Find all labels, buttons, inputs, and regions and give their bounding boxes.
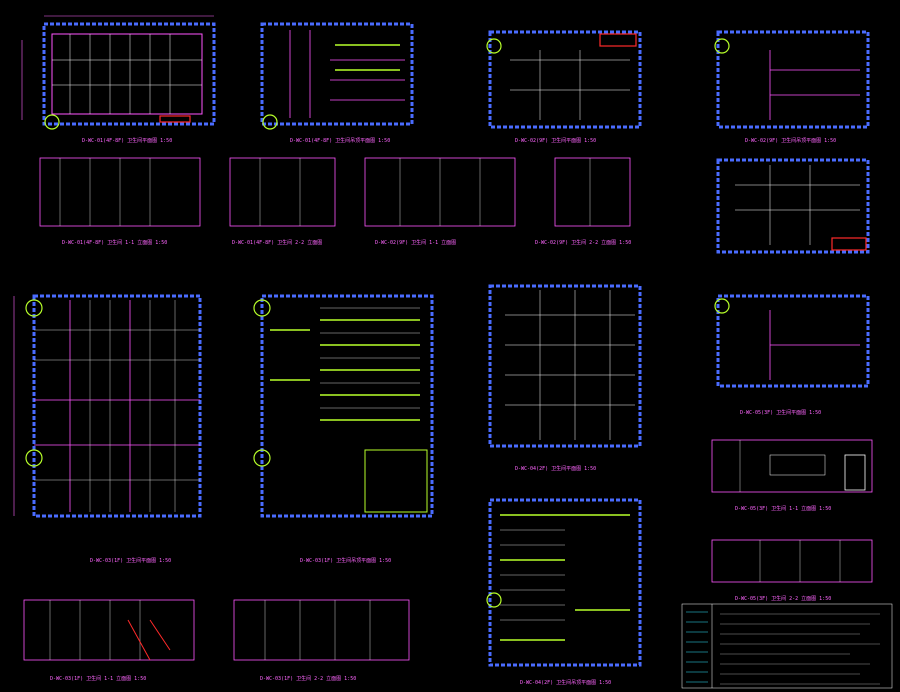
caption-wc01-plan: D-WC-01(4F-8F) 卫生间平面图 1:50 — [82, 137, 172, 144]
panel-wc05-plan — [716, 158, 870, 254]
caption-wc03-plan: D-WC-03(1F) 卫生间平面图 1:50 — [90, 557, 171, 564]
panel-wc04-ceiling: D-WC-04(2F) 卫生间吊顶平面图 1:50 — [486, 498, 642, 686]
panel-wc05-elevations: D-WC-05(3F) 卫生间 1-1 立面图 1:50 D-WC-05(3F)… — [711, 439, 873, 602]
caption-wc01-elev-1: D-WC-01(4F-8F) 卫生间 1-1 立面图 1:50 — [62, 239, 167, 246]
panel-wc03-ceiling: D-WC-03(1F) 卫生间吊顶平面图 1:50 — [253, 294, 434, 564]
caption-wc02-ceiling: D-WC-02(9F) 卫生间吊顶平面图 1:50 — [745, 137, 836, 144]
caption-wc04-plan: D-WC-04(2F) 卫生间平面图 1:50 — [515, 465, 596, 472]
caption-wc04-ceiling: D-WC-04(2F) 卫生间吊顶平面图 1:50 — [520, 679, 611, 686]
caption-wc02-plan: D-WC-02(9F) 卫生间平面图 1:50 — [515, 137, 596, 144]
row-elevations-top: D-WC-01(4F-8F) 卫生间 1-1 立面图 1:50 D-WC-01(… — [39, 157, 631, 246]
panel-wc02-plan: D-WC-02(9F) 卫生间平面图 1:50 — [486, 30, 642, 144]
caption-wc03-elev-1: D-WC-03(1F) 卫生间 1-1 立面图 1:50 — [50, 675, 146, 682]
caption-wc02-elev-1: D-WC-02(9F) 卫生间 1-1 立面图 — [375, 239, 456, 246]
caption-wc02-elev-2: D-WC-02(9F) 卫生间 2-2 立面图 1:50 — [535, 239, 631, 246]
panel-wc04-plan: D-WC-04(2F) 卫生间平面图 1:50 — [488, 284, 642, 472]
panel-wc03-plan: D-WC-03(1F) 卫生间平面图 1:50 — [13, 294, 202, 564]
caption-wc01-elev-2: D-WC-01(4F-8F) 卫生间 2-2 立面图 — [232, 239, 322, 246]
panel-wc01-ceiling: D-WC-01(4F-8F) 卫生间吊顶平面图 1:50 — [260, 22, 414, 144]
panel-wc05-ceiling: D-WC-05(3F) 卫生间平面图 1:50 — [714, 294, 870, 416]
caption-wc03-ceiling: D-WC-03(1F) 卫生间吊顶平面图 1:50 — [300, 557, 391, 564]
caption-wc05-elev-2: D-WC-05(3F) 卫生间 2-2 立面图 1:50 — [735, 595, 831, 602]
caption-wc03-elev-2: D-WC-03(1F) 卫生间 2-2 立面图 1:50 — [260, 675, 356, 682]
caption-wc05-plan: D-WC-05(3F) 卫生间平面图 1:50 — [740, 409, 821, 416]
panel-wc02-ceiling: D-WC-02(9F) 卫生间吊顶平面图 1:50 — [714, 30, 870, 144]
legend-table — [681, 603, 893, 689]
panel-wc01-plan: D-WC-01(4F-8F) 卫生间平面图 1:50 — [21, 15, 216, 144]
panel-wc03-elevations: D-WC-03(1F) 卫生间 1-1 立面图 1:50 D-WC-03(1F)… — [23, 599, 410, 682]
caption-wc01-ceiling: D-WC-01(4F-8F) 卫生间吊顶平面图 1:50 — [290, 137, 390, 144]
caption-wc05-elev-1: D-WC-05(3F) 卫生间 1-1 立面图 1:50 — [735, 505, 831, 512]
